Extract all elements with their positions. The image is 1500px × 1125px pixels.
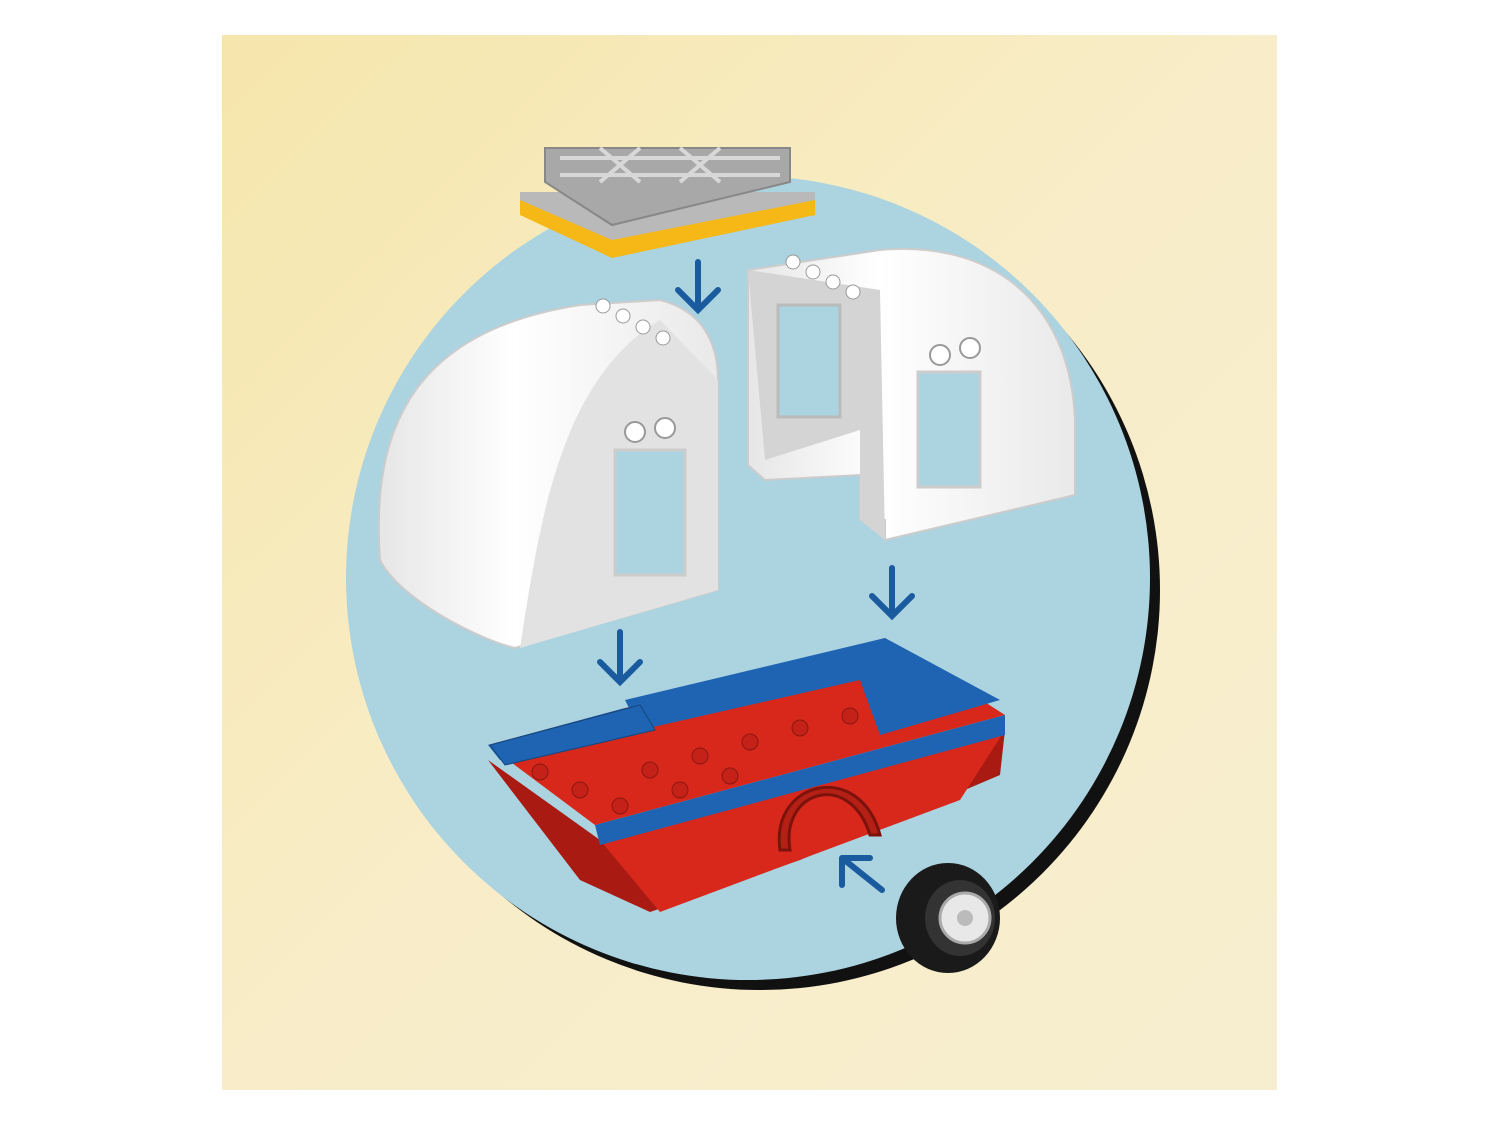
arrow-down-icon xyxy=(597,629,643,687)
arrow-diagonal-icon xyxy=(839,855,885,893)
wheel-piece xyxy=(896,863,1000,973)
arrow-down-icon xyxy=(869,565,915,621)
arrow-down-icon xyxy=(675,259,721,315)
assembly-arrows xyxy=(597,259,915,893)
left-camper-shell xyxy=(377,298,719,650)
red-trailer-base xyxy=(488,638,1005,912)
right-camper-shell xyxy=(747,248,1076,542)
roof-rack-piece xyxy=(520,146,815,258)
